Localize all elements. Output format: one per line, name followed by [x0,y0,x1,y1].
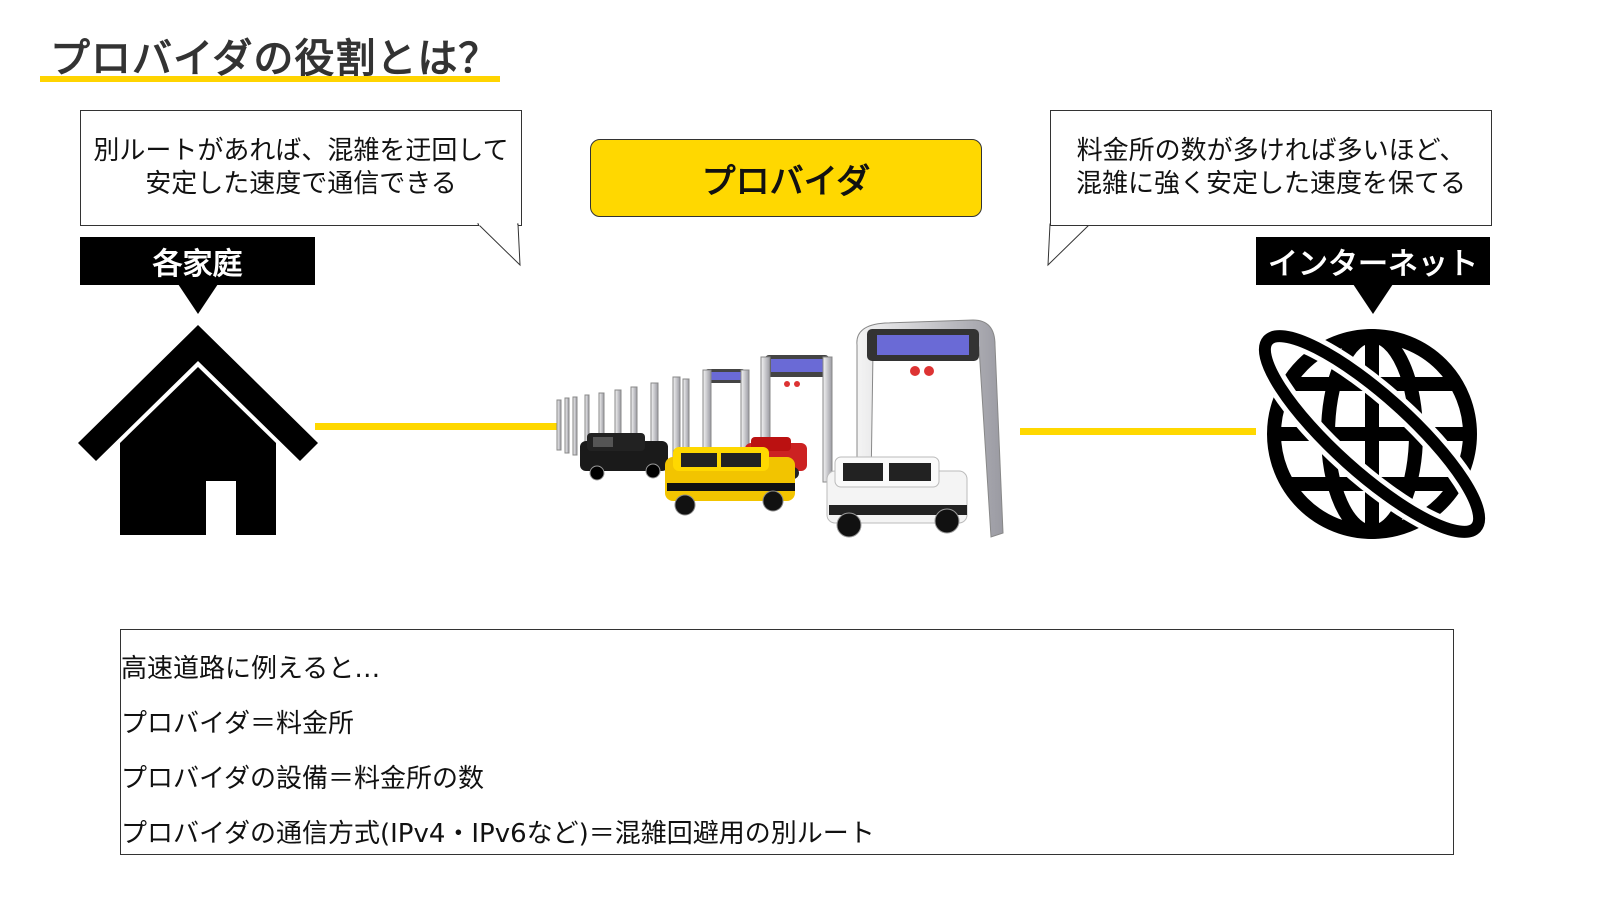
analogy-line-1: 高速道路に例えると… [121,654,381,684]
bubble-left: 別ルートがあれば、混雑を迂回して 安定した速度で通信できる [80,110,522,226]
bubble-right: 料金所の数が多ければ多いほど、 混雑に強く安定した速度を保てる [1050,110,1492,226]
toll-gate-front [856,319,1004,538]
bubble-left-line2: 安定した速度で通信できる [145,169,457,199]
car-yellow [665,447,795,516]
house-icon [78,325,318,535]
bubble-right-line1: 料金所の数が多ければ多いほど、 [1076,136,1466,166]
analogy-line-2: プロバイダ＝料金所 [121,709,354,739]
car-black [580,433,668,481]
internet-label-pointer [1353,284,1393,314]
toll-gate-mid [702,355,833,483]
provider-box: プロバイダ [590,139,982,217]
link-home-provider [315,423,558,430]
page-title: プロバイダの役割とは？ [50,36,500,82]
bubble-left-line1: 別ルートがあれば、混雑を迂回して [93,136,509,166]
link-provider-internet [1020,428,1256,435]
bubble-right-line2: 混雑に強く安定した速度を保てる [1075,169,1466,199]
home-label-pointer [178,284,218,314]
analogy-box: 高速道路に例えると… プロバイダ＝料金所 プロバイダの設備＝料金所の数 プロバイ… [120,629,1454,855]
home-label: 各家庭 [80,237,315,285]
globe-icon [1253,325,1491,543]
car-white [826,456,968,538]
analogy-line-4: プロバイダの通信方式(IPv4・IPv6など)＝混雑回避用の別ルート [121,819,875,849]
toll-gate-cars-illustration [556,319,1004,538]
analogy-line-3: プロバイダの設備＝料金所の数 [121,764,484,794]
title-underline [40,76,500,82]
internet-label: インターネット [1256,237,1490,285]
